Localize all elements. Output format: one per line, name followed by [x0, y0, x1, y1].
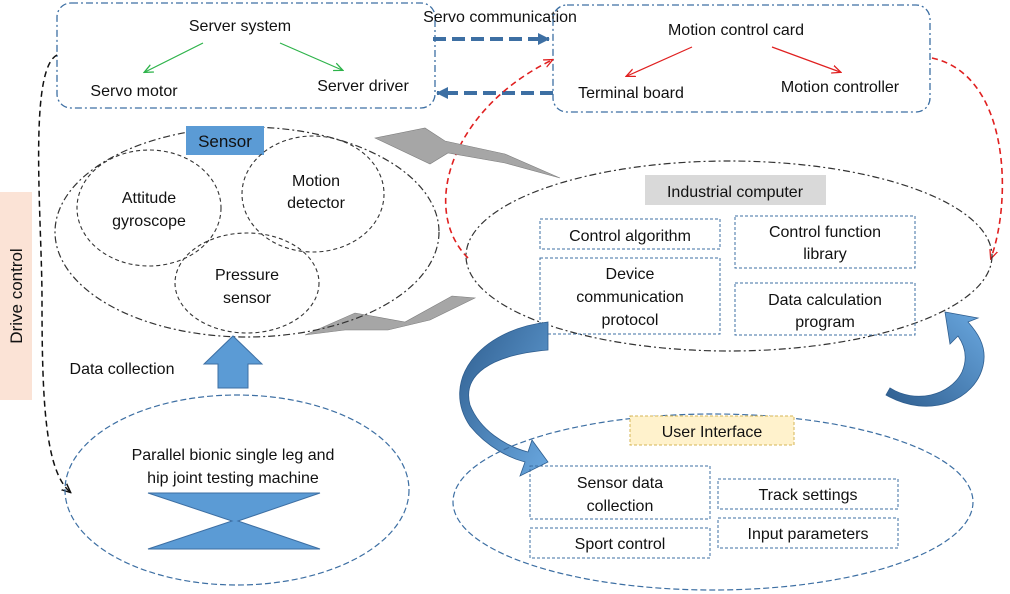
- ic-to-card-link: [444, 60, 552, 259]
- ui-title-bg: [629, 415, 795, 446]
- control-algorithm-box: [539, 218, 721, 250]
- control-function-library-box: [734, 215, 916, 269]
- testing-machine-group: Parallel bionic single leg and hip joint…: [64, 394, 410, 586]
- sensor-group: Sensor Attitude gyroscope Motion detecto…: [54, 126, 440, 338]
- ic-title-bg: [645, 175, 826, 205]
- svg-text:Control function: Control function: [769, 224, 881, 241]
- svg-text:Motion: Motion: [292, 173, 340, 190]
- svg-text:protocol: protocol: [602, 312, 659, 329]
- svg-text:Attitude: Attitude: [122, 190, 176, 207]
- svg-text:Track settings: Track settings: [759, 487, 858, 504]
- user-interface-group: User Interface Sensor data collection Tr…: [452, 413, 974, 591]
- ui-title: User Interface: [662, 424, 763, 441]
- card-to-terminal-arrow: [627, 46, 693, 76]
- sensor-title-bg: [186, 126, 264, 155]
- device-protocol-box: [539, 257, 721, 335]
- svg-text:library: library: [803, 246, 847, 263]
- svg-text:Sensor data: Sensor data: [577, 475, 663, 492]
- data-collection-label: Data collection: [70, 361, 175, 378]
- svg-text:Input parameters: Input parameters: [748, 526, 869, 543]
- drive-control-link: [37, 54, 70, 492]
- sensor-title: Sensor: [198, 132, 252, 151]
- hourglass-shape: [147, 492, 321, 550]
- card-to-ic-link: [931, 57, 1004, 258]
- server-system-box: Server system Servo motor Server driver: [56, 2, 436, 109]
- card-to-controller-arrow: [771, 46, 840, 72]
- svg-text:communication: communication: [576, 289, 684, 306]
- lightning-bolt-upper: [374, 127, 561, 179]
- data-calculation-box: [734, 282, 916, 336]
- motion-control-card-box: Motion control card Terminal board Motio…: [552, 4, 931, 113]
- svg-text:Drive control: Drive control: [7, 248, 26, 343]
- data-collection-arrow: [202, 335, 264, 389]
- ic-title: Industrial computer: [667, 184, 804, 201]
- track-settings-box: [717, 478, 899, 510]
- server-to-driver-arrow: [279, 42, 342, 70]
- svg-text:detector: detector: [287, 195, 345, 212]
- svg-text:gyroscope: gyroscope: [112, 213, 186, 230]
- motion-controller-label: Motion controller: [781, 79, 900, 96]
- server-to-motor-arrow: [145, 42, 204, 72]
- svg-text:Device: Device: [606, 266, 655, 283]
- svg-text:Parallel bionic single leg and: Parallel bionic single leg and: [132, 447, 335, 464]
- terminal-board-label: Terminal board: [578, 85, 684, 102]
- motion-control-card-title: Motion control card: [668, 22, 804, 39]
- svg-text:Pressure: Pressure: [215, 267, 279, 284]
- server-driver-label: Server driver: [317, 78, 409, 95]
- svg-text:hip joint testing machine: hip joint testing machine: [147, 470, 319, 487]
- industrial-computer-group: Industrial computer Control algorithm Co…: [465, 160, 993, 352]
- drive-control-label: Drive control: [0, 192, 32, 400]
- servo-motor-label: Servo motor: [90, 83, 178, 100]
- svg-text:Control algorithm: Control algorithm: [569, 228, 691, 245]
- svg-text:Data calculation: Data calculation: [768, 292, 882, 309]
- input-parameters-box: [717, 517, 899, 549]
- svg-text:collection: collection: [587, 498, 654, 515]
- ui-to-ic-curved-arrow: [885, 311, 985, 407]
- servo-communication-label: Servo communication: [423, 9, 577, 26]
- svg-text:program: program: [795, 314, 855, 331]
- svg-text:sensor: sensor: [223, 290, 272, 307]
- ic-to-ui-curved-arrow: [459, 321, 549, 477]
- sensor-data-collection-box: [529, 465, 711, 520]
- sport-control-box: [529, 527, 711, 559]
- server-system-title: Server system: [189, 18, 291, 35]
- svg-text:Sport control: Sport control: [575, 536, 666, 553]
- lightning-bolt-lower: [304, 295, 477, 336]
